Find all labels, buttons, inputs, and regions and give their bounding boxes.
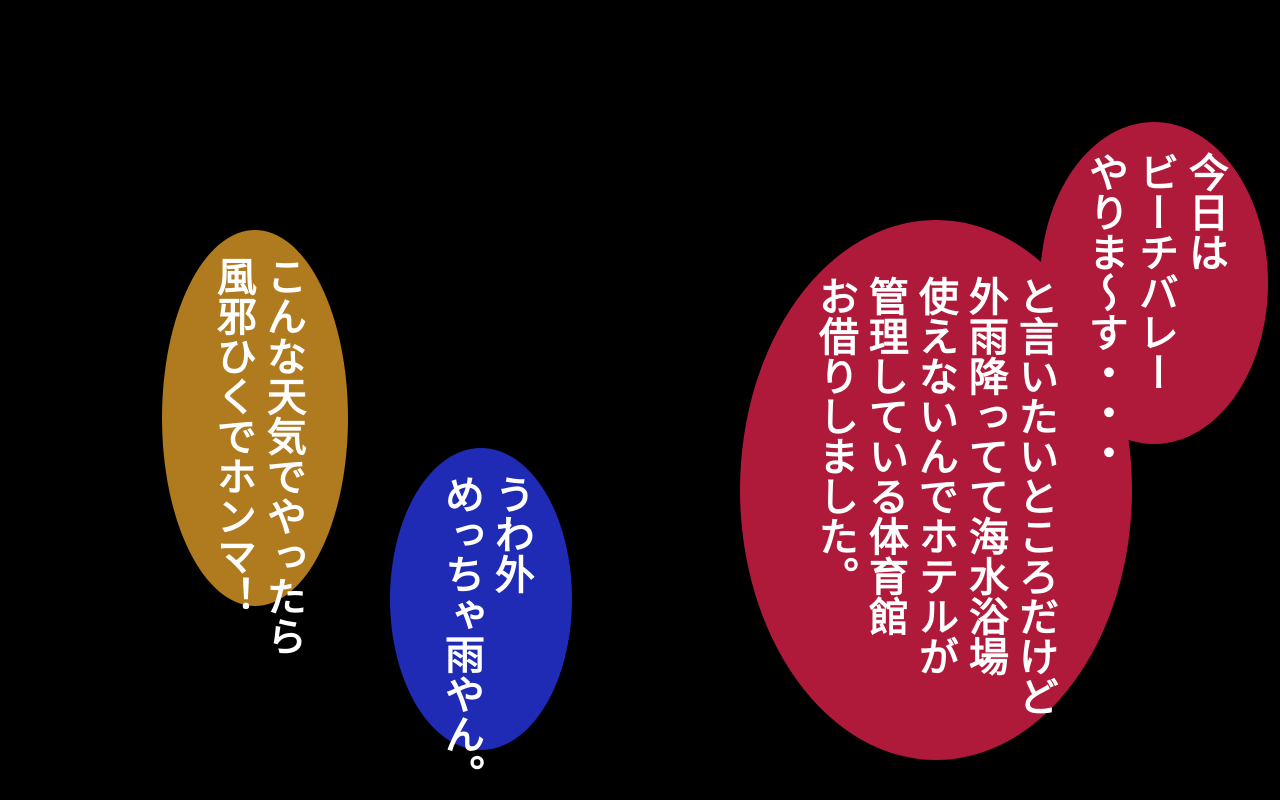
speech-line: 外雨降ってて海水浴場 (962, 276, 1008, 676)
speech-bubble-brown (162, 230, 348, 606)
speech-line: 風邪ひくでホンマ！ (210, 256, 256, 616)
speech-text-red-large: と言いたいところだけど 外雨降ってて海水浴場 使えないんでホテルが 管理している… (810, 276, 1060, 716)
speech-line: ビーチバレー (1132, 152, 1178, 392)
speech-line: こんな天気でやったら (260, 256, 306, 656)
speech-line: お借りしました。 (812, 276, 858, 596)
speech-bubble-blue (390, 448, 572, 750)
speech-line: 今日は (1182, 152, 1228, 272)
speech-line: と言いたいところだけど (1012, 276, 1058, 716)
speech-line: めっちゃ雨やん。 (438, 474, 484, 794)
speech-line: やりま～す・・・ (1082, 152, 1128, 472)
speech-text-blue: うわ外 めっちゃ雨やん。 (436, 474, 536, 794)
speech-line: うわ外 (488, 474, 534, 594)
speech-line: 使えないんでホテルが (912, 276, 958, 676)
speech-text-brown: こんな天気でやったら 風邪ひくでホンマ！ (208, 256, 308, 656)
speech-bubble-red-large (740, 220, 1132, 760)
speech-line: 管理している体育館 (862, 276, 908, 636)
speech-text-red-small: 今日は ビーチバレー やりま～す・・・ (1080, 152, 1230, 472)
